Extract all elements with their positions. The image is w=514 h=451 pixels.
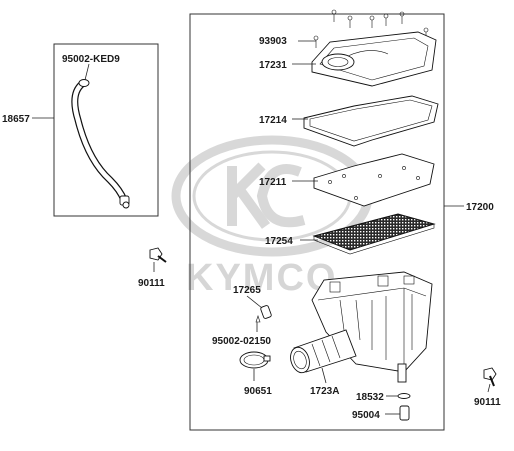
label-17231: 17231 xyxy=(259,60,287,71)
label-17211: 17211 xyxy=(259,177,287,188)
label-95002-02150: 95002-02150 xyxy=(212,336,271,347)
air-cleaner-assembly-frame xyxy=(189,13,445,431)
kymco-watermark: KYMCO xyxy=(171,135,373,299)
label-95004: 95004 xyxy=(352,410,380,421)
element-holder-drawing xyxy=(313,153,435,207)
air-cleaner-case-drawing xyxy=(311,271,433,383)
part-labels: 93903 17231 17214 17211 17254 17200 9500… xyxy=(2,36,501,421)
label-90111-right: 90111 xyxy=(474,397,501,408)
label-18532: 18532 xyxy=(356,392,384,403)
label-17214: 17214 xyxy=(259,115,287,126)
label-90651: 90651 xyxy=(244,386,272,397)
breather-hose-frame xyxy=(53,43,159,217)
label-17265: 17265 xyxy=(233,285,261,296)
watermark-brand: KYMCO xyxy=(186,257,337,299)
label-93903: 93903 xyxy=(259,36,287,47)
gasket-drawing xyxy=(303,95,439,147)
breather-hose-drawing xyxy=(71,79,130,209)
label-95002-ked9: 95002-KED9 xyxy=(62,54,120,65)
leader-lines xyxy=(32,40,491,415)
small-parts-drawing xyxy=(149,247,497,421)
intake-duct-drawing xyxy=(290,329,357,374)
filter-element-drawing xyxy=(312,213,436,255)
label-1723a: 1723A xyxy=(310,386,339,397)
label-18657: 18657 xyxy=(2,114,30,125)
label-17254: 17254 xyxy=(265,236,293,247)
label-17200: 17200 xyxy=(466,202,494,213)
air-cleaner-cover-drawing xyxy=(311,31,437,87)
label-90111-left: 90111 xyxy=(138,278,165,289)
